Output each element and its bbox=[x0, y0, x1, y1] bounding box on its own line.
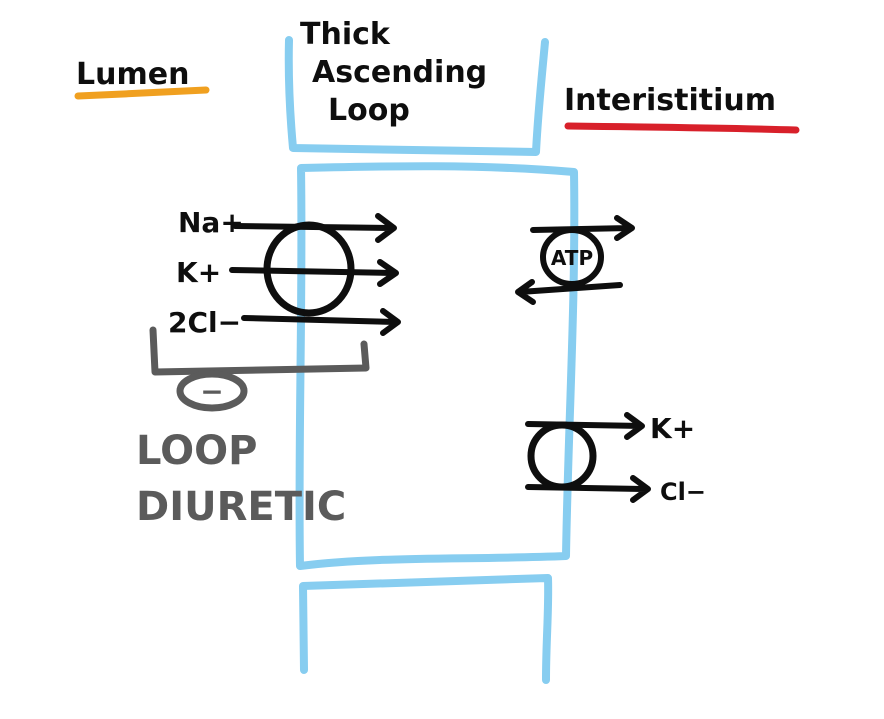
basolateral-transporter: K+ Cl− bbox=[525, 412, 706, 506]
apical-transporter: Na+ K+ 2Cl− bbox=[168, 206, 401, 339]
atp-in-arrow-icon bbox=[515, 279, 623, 305]
bracket-icon bbox=[149, 326, 370, 376]
cl-out-arrow-icon bbox=[525, 475, 651, 503]
k-arrow-icon bbox=[229, 259, 399, 287]
segment-title: Thick Ascending Loop bbox=[300, 17, 487, 128]
atp-label: ATP bbox=[551, 246, 593, 270]
cell-outline bbox=[295, 162, 579, 570]
interstitium-label: Interistitium bbox=[564, 83, 776, 118]
ion-label-cl: 2Cl− bbox=[168, 306, 241, 339]
lumen-underline bbox=[74, 86, 210, 100]
basolateral-ion-k: K+ bbox=[650, 412, 695, 445]
k-out-arrow-icon bbox=[525, 412, 645, 440]
atp-out-arrow-icon bbox=[530, 215, 635, 241]
basolateral-circle-icon bbox=[527, 421, 597, 491]
inhibition-oval-icon bbox=[176, 370, 248, 412]
ion-arrows bbox=[229, 213, 401, 336]
membrane-outlines bbox=[284, 36, 579, 684]
upper-tubule-outline bbox=[284, 36, 549, 156]
segment-title-line1: Thick bbox=[300, 17, 391, 52]
atp-pump: ATP bbox=[515, 215, 635, 305]
loop-diuretic-line1: LOOP bbox=[136, 428, 257, 474]
segment-title-line2: Ascending bbox=[312, 55, 487, 90]
ion-label-k: K+ bbox=[176, 256, 221, 289]
cl-arrow-icon bbox=[241, 308, 401, 336]
loop-diuretic-line2: DIURETIC bbox=[136, 484, 346, 530]
ion-label-na: Na+ bbox=[178, 206, 244, 239]
segment-title-line3: Loop bbox=[328, 93, 410, 128]
basolateral-ion-cl: Cl− bbox=[660, 478, 706, 506]
inhibition-sign: − bbox=[200, 375, 223, 408]
loop-diuretic-group: − LOOP DIURETIC bbox=[136, 326, 370, 530]
na-arrow-icon bbox=[232, 213, 397, 243]
lumen-label: Lumen bbox=[76, 57, 189, 92]
lower-tubule-outline bbox=[299, 574, 553, 684]
interstitium-underline bbox=[564, 122, 800, 134]
